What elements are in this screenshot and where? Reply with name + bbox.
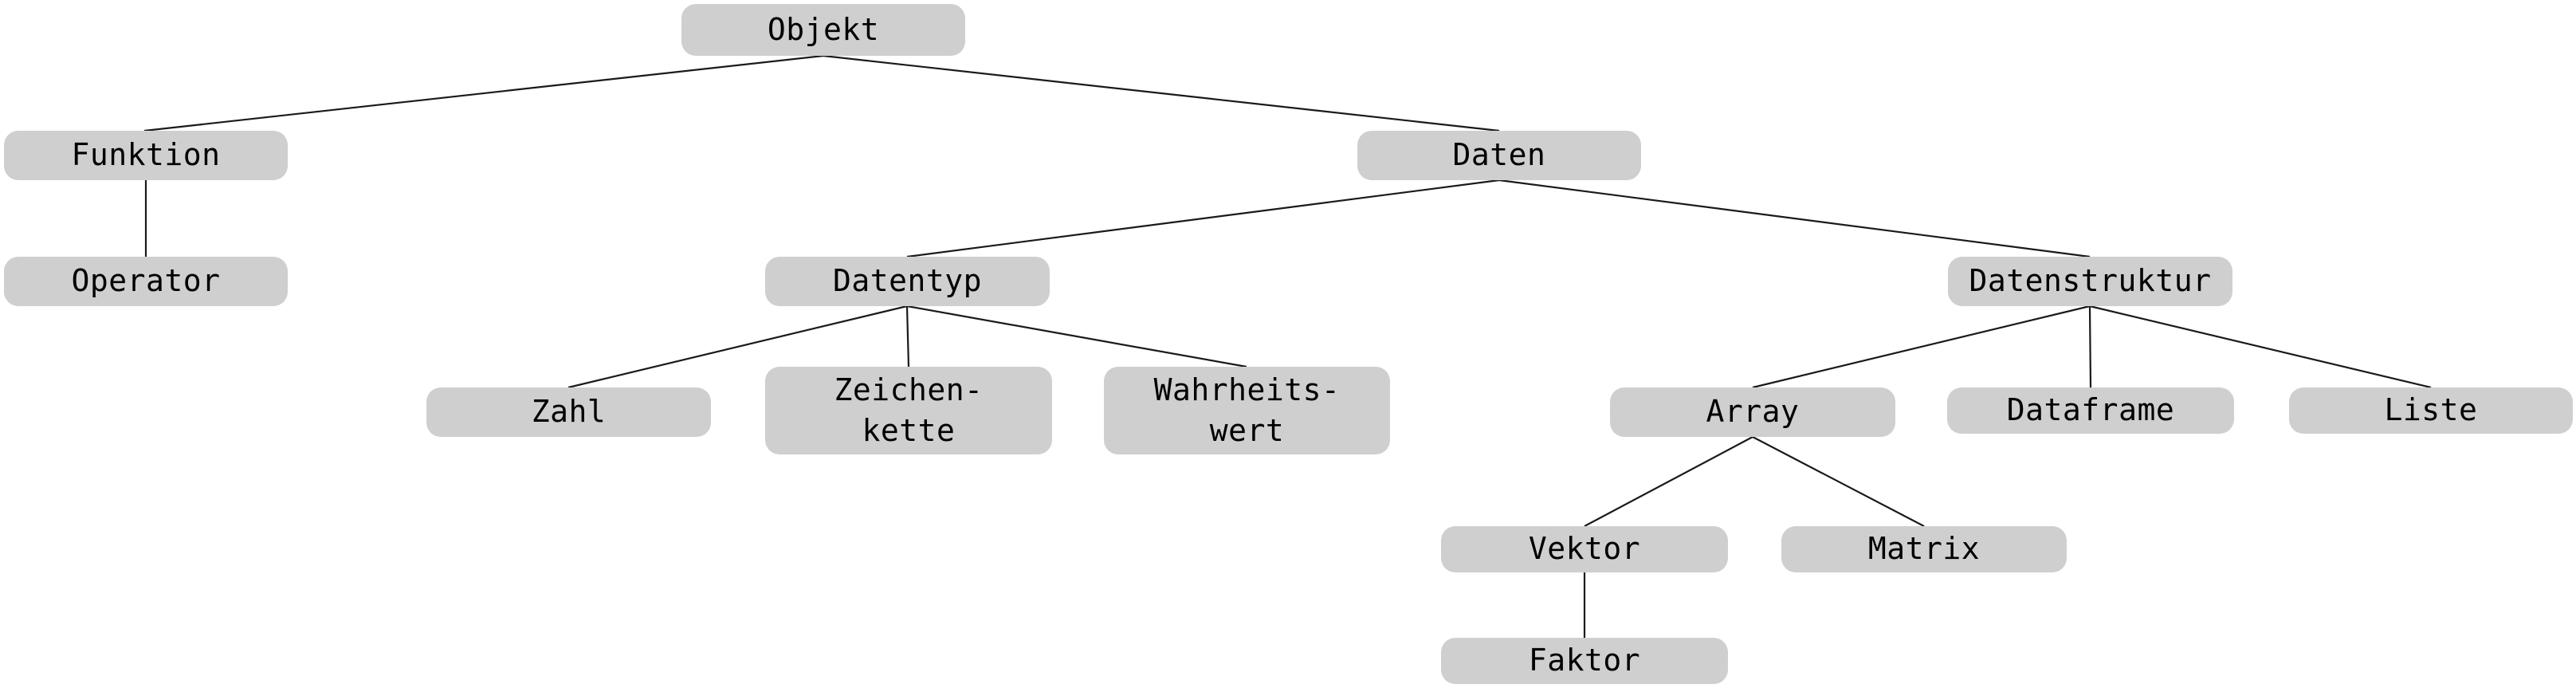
node-label-daten: Daten [1452,137,1546,173]
node-datenstruktur[interactable]: Datenstruktur [1948,257,2232,306]
node-liste[interactable]: Liste [2289,387,2573,434]
node-operator[interactable]: Operator [4,257,288,306]
node-label-datenstruktur: Datenstruktur [1969,263,2212,299]
node-matrix[interactable]: Matrix [1781,526,2067,572]
node-label-zeichenkette: Zeichen- kette [834,372,984,448]
node-label-liste: Liste [2384,392,2478,428]
node-funktion[interactable]: Funktion [4,131,288,180]
node-faktor[interactable]: Faktor [1441,638,1728,684]
node-label-wahrheitswert: Wahrheits- wert [1153,372,1341,448]
node-label-vektor: Vektor [1528,531,1641,567]
node-wahrheitswert[interactable]: Wahrheits- wert [1104,367,1390,454]
node-label-objekt: Objekt [767,11,880,47]
node-daten[interactable]: Daten [1357,131,1641,180]
node-vektor[interactable]: Vektor [1441,526,1728,572]
node-array[interactable]: Array [1610,387,1895,437]
node-label-array: Array [1706,394,1800,430]
node-label-funktion: Funktion [71,137,221,173]
node-label-faktor: Faktor [1528,643,1641,678]
node-label-operator: Operator [71,263,221,299]
node-label-matrix: Matrix [1867,531,1981,567]
node-label-datentyp: Datentyp [832,263,983,299]
node-label-zahl: Zahl [531,394,607,430]
node-zeichenkette[interactable]: Zeichen- kette [765,367,1052,454]
node-label-dataframe: Dataframe [2006,392,2175,428]
node-dataframe[interactable]: Dataframe [1947,387,2234,434]
node-datentyp[interactable]: Datentyp [765,257,1050,306]
node-zahl[interactable]: Zahl [426,387,711,437]
node-objekt[interactable]: Objekt [681,4,965,56]
